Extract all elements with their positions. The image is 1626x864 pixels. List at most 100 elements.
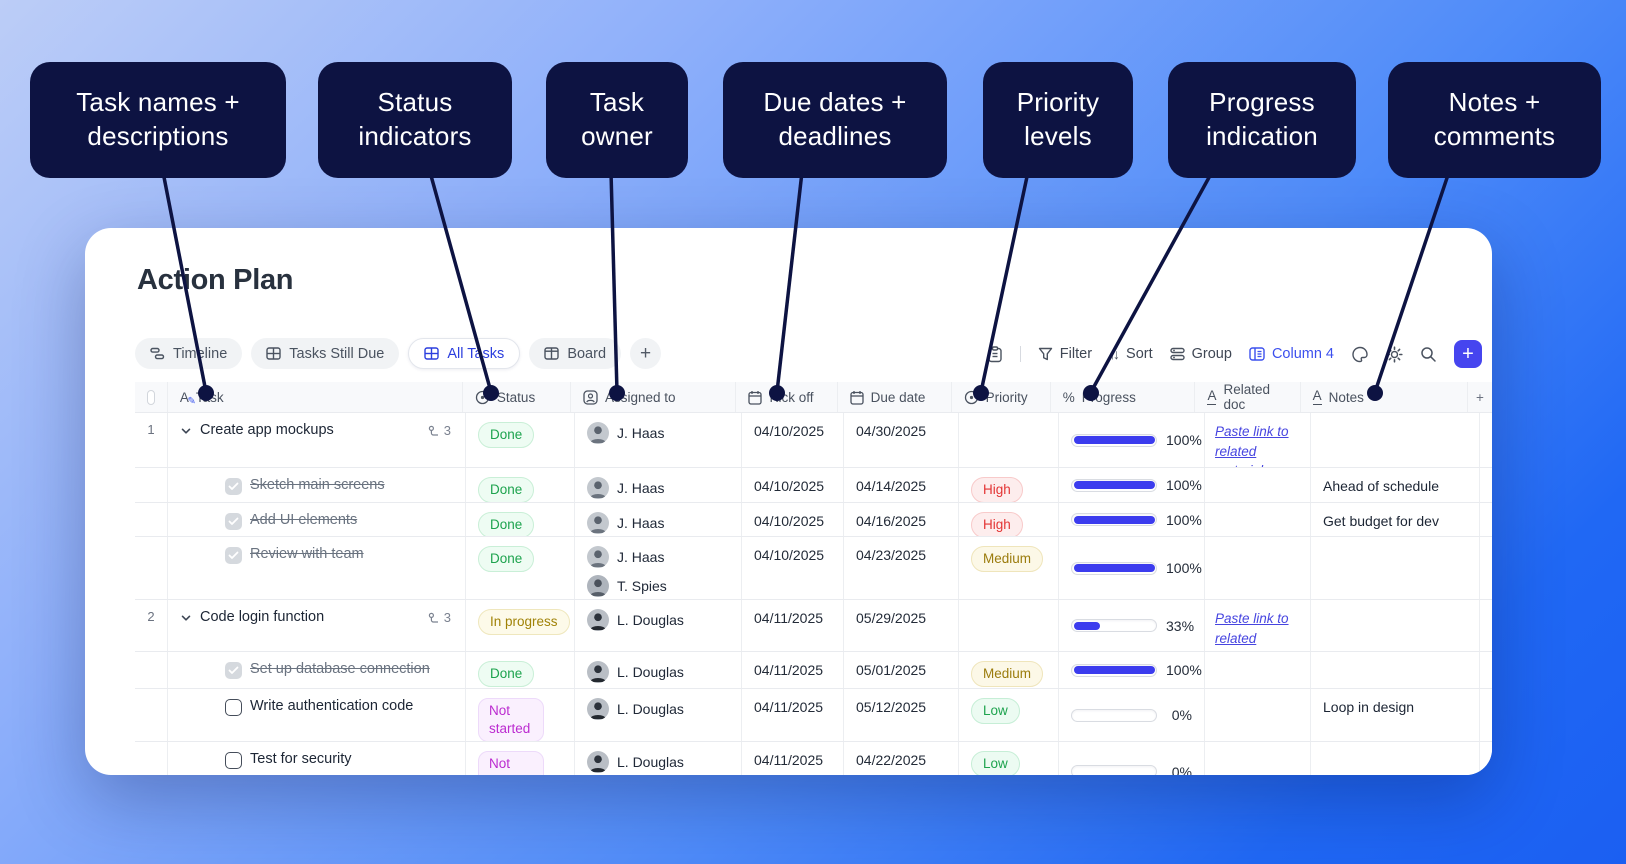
add-view-button[interactable]: + <box>630 338 662 369</box>
status-badge[interactable]: Not started <box>478 698 544 741</box>
header-assigned-to[interactable]: Assigned to <box>571 382 737 412</box>
progress-value: 100% <box>1166 432 1202 448</box>
callout-notes-comments: Notes + comments <box>1388 62 1601 178</box>
header-task[interactable]: A✎ Task <box>168 382 463 412</box>
filter-button[interactable]: Filter <box>1038 346 1092 362</box>
kick-off-date: 04/10/2025 <box>754 478 825 494</box>
assignee: L. Douglas <box>587 661 684 683</box>
table-row[interactable]: Set up database connection Done L. Dougl… <box>135 652 1492 689</box>
checkbox-checked[interactable] <box>225 478 242 495</box>
checkbox-checked[interactable] <box>225 547 242 564</box>
add-task-button[interactable]: + <box>1454 340 1482 368</box>
tab-all-tasks[interactable]: All Tasks <box>408 338 521 369</box>
row-number: 1 <box>147 422 155 437</box>
checkbox-unchecked[interactable] <box>225 699 242 716</box>
status-badge[interactable]: Done <box>478 661 535 688</box>
table-row[interactable]: 1 Create app mockups 3 Done J. Haas 04/1… <box>135 413 1492 468</box>
table-row[interactable]: 2 Code login function 3 In progress L. D… <box>135 600 1492 652</box>
related-doc-link[interactable]: Paste link to related materials <box>1215 424 1289 467</box>
priority-cell[interactable] <box>959 600 1059 651</box>
clipboard-icon <box>988 345 1002 362</box>
tab-board[interactable]: Board <box>529 338 622 369</box>
status-badge[interactable]: In progress <box>478 609 570 636</box>
avatar <box>587 546 609 568</box>
priority-badge[interactable]: Low <box>971 751 1020 775</box>
assignee: T. Spies <box>587 575 667 597</box>
columns-label: Column 4 <box>1271 346 1334 362</box>
status-badge[interactable]: Done <box>478 422 535 449</box>
checkbox-checked[interactable] <box>225 513 242 530</box>
check-icon <box>228 517 239 525</box>
assignee: J. Haas <box>587 512 664 534</box>
header-priority[interactable]: Priority <box>952 382 1051 412</box>
priority-badge[interactable]: Medium <box>971 661 1044 688</box>
text-icon: A <box>1207 388 1217 405</box>
header-notes[interactable]: A Notes <box>1301 382 1468 412</box>
avatar <box>587 575 609 597</box>
chevron-down-icon[interactable] <box>180 425 192 437</box>
page-title: Action Plan <box>137 264 294 296</box>
task-name: Review with team <box>250 546 364 562</box>
status-badge[interactable]: Done <box>478 546 535 573</box>
task-name: Create app mockups <box>200 422 334 438</box>
columns-button[interactable]: Column 4 <box>1249 346 1334 362</box>
priority-badge[interactable]: Low <box>971 698 1020 725</box>
doc-info-button[interactable] <box>987 345 1003 363</box>
settings-button[interactable] <box>1386 345 1403 363</box>
kick-off-date: 04/10/2025 <box>754 423 825 439</box>
header-status[interactable]: Status <box>463 382 571 412</box>
check-icon <box>228 551 239 559</box>
avatar <box>587 661 609 683</box>
group-button[interactable]: Group <box>1169 346 1232 362</box>
priority-cell[interactable] <box>959 413 1059 467</box>
task-name: Write authentication code <box>250 698 414 714</box>
gear-icon <box>1386 345 1403 363</box>
callout-status-indicators: Status indicators <box>318 62 512 178</box>
add-column-button[interactable]: + <box>1468 382 1492 412</box>
header-label: Kick off <box>769 389 814 405</box>
notes-cell[interactable] <box>1311 413 1480 467</box>
subtask-count[interactable]: 3 <box>428 610 451 625</box>
header-due-date[interactable]: Due date <box>838 382 952 412</box>
kick-off-date: 04/11/2025 <box>754 610 824 626</box>
header-kick-off[interactable]: Kick off <box>736 382 838 412</box>
tab-tasks-still-due[interactable]: Tasks Still Due <box>251 338 400 369</box>
status-badge[interactable]: Done <box>478 477 535 502</box>
table-row[interactable]: Write authentication code Not started L.… <box>135 689 1492 742</box>
header-select-all[interactable] <box>135 382 168 412</box>
sort-button[interactable]: ↑↓ Sort <box>1109 346 1153 362</box>
filter-label: Filter <box>1059 346 1093 362</box>
progress-bar <box>1071 663 1157 677</box>
chevron-down-icon[interactable] <box>180 612 192 624</box>
group-label: Group <box>1191 346 1232 362</box>
priority-badge[interactable]: High <box>971 477 1023 502</box>
header-label: Assigned to <box>605 389 676 405</box>
theme-button[interactable] <box>1351 346 1369 363</box>
checkbox[interactable] <box>147 389 155 405</box>
table-row[interactable]: Add UI elements Done J. Haas 04/10/2025 … <box>135 503 1492 537</box>
search-button[interactable] <box>1420 346 1437 363</box>
assignee: L. Douglas <box>587 751 684 773</box>
group-icon <box>1169 347 1185 361</box>
checkbox-unchecked[interactable] <box>225 752 242 769</box>
tab-timeline[interactable]: Timeline <box>135 338 243 369</box>
related-doc-link[interactable]: Paste link to related materials <box>1215 611 1289 651</box>
subtask-icon <box>428 612 438 623</box>
avatar <box>587 422 609 444</box>
subtask-icon <box>428 425 438 436</box>
avatar <box>587 512 609 534</box>
checkbox-checked[interactable] <box>225 662 242 679</box>
status-badge[interactable]: Done <box>478 512 535 536</box>
status-badge[interactable]: Not started <box>478 751 544 775</box>
header-related-doc[interactable]: A Related doc <box>1195 382 1301 412</box>
priority-badge[interactable]: Medium <box>971 546 1044 573</box>
priority-badge[interactable]: High <box>971 512 1023 536</box>
tab-label: All Tasks <box>447 345 505 362</box>
table-row[interactable]: Sketch main screens Done J. Haas 04/10/2… <box>135 468 1492 503</box>
table-row[interactable]: Review with team Done J. Haas T. Spies 0… <box>135 537 1492 600</box>
app-card: Action Plan Timeline Tasks Still Due All… <box>85 228 1492 775</box>
due-date: 04/16/2025 <box>856 513 927 529</box>
subtask-count[interactable]: 3 <box>428 423 451 438</box>
header-progress[interactable]: % Progress <box>1051 382 1196 412</box>
table-row[interactable]: Test for security Not started L. Douglas… <box>135 742 1492 775</box>
